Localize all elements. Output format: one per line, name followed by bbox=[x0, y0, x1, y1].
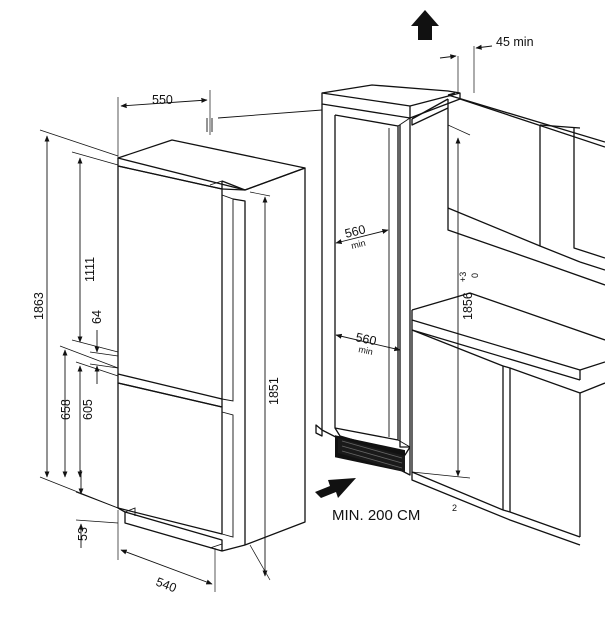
dim-label-560-top: 560 bbox=[343, 222, 367, 241]
dim-label-53: 53 bbox=[76, 527, 90, 541]
dim-label-560-top-min: min bbox=[350, 238, 367, 251]
dim-label-1111: 1111 bbox=[83, 257, 97, 282]
dim-label-64: 64 bbox=[90, 310, 104, 324]
dim-label-1856-plus: +3 bbox=[458, 272, 468, 282]
dim-label-1856: 1856 bbox=[461, 292, 475, 320]
niche-cabinet bbox=[315, 84, 461, 476]
dim-label-550: 550 bbox=[152, 93, 173, 107]
dim-total-height: 1863 bbox=[32, 129, 119, 509]
dim-vent-gap: 45 min bbox=[439, 35, 534, 93]
dim-label-605: 605 bbox=[81, 399, 95, 420]
dim-label-1863: 1863 bbox=[32, 292, 46, 320]
dim-plinth: 53 bbox=[75, 470, 119, 548]
dim-niche-width-top: 560 min bbox=[335, 222, 389, 251]
dim-label-560-mid-min: min bbox=[358, 344, 374, 357]
ventilation-area-text: MIN. 200 CM bbox=[332, 507, 420, 524]
dim-lower-658: 658 bbox=[59, 345, 119, 478]
airflow-arrow-up bbox=[411, 10, 439, 40]
dim-label-540: 540 bbox=[154, 575, 179, 596]
ventilation-label: MIN. 200 CM 2 bbox=[332, 503, 457, 524]
dim-door-gap: 64 bbox=[89, 310, 119, 384]
dim-label-1856-minus: 0 bbox=[470, 273, 480, 278]
dim-label-560-mid: 560 bbox=[354, 330, 377, 348]
dim-niche-height: 1856 +3 0 bbox=[411, 124, 480, 479]
dim-upper-door: 1111 bbox=[71, 151, 119, 353]
kitchen-cabinets bbox=[411, 92, 605, 546]
dim-depth-bottom: 540 bbox=[117, 510, 216, 596]
dim-label-1851: 1851 bbox=[267, 377, 281, 405]
dim-body-height: 1851 bbox=[249, 191, 281, 581]
airflow-arrow-in bbox=[315, 478, 356, 498]
vent-grille-slats bbox=[341, 440, 403, 469]
dim-label-658: 658 bbox=[59, 399, 73, 420]
vent-grille-shape bbox=[338, 438, 405, 472]
fridge-appliance bbox=[117, 139, 306, 552]
ventilation-area-sup: 2 bbox=[452, 503, 457, 513]
dim-lower-605: 605 bbox=[75, 361, 119, 478]
dim-niche-width-mid: 560 min bbox=[335, 330, 401, 357]
dim-label-45min: 45 min bbox=[496, 35, 534, 49]
dim-width-top: 550 bbox=[117, 90, 323, 158]
